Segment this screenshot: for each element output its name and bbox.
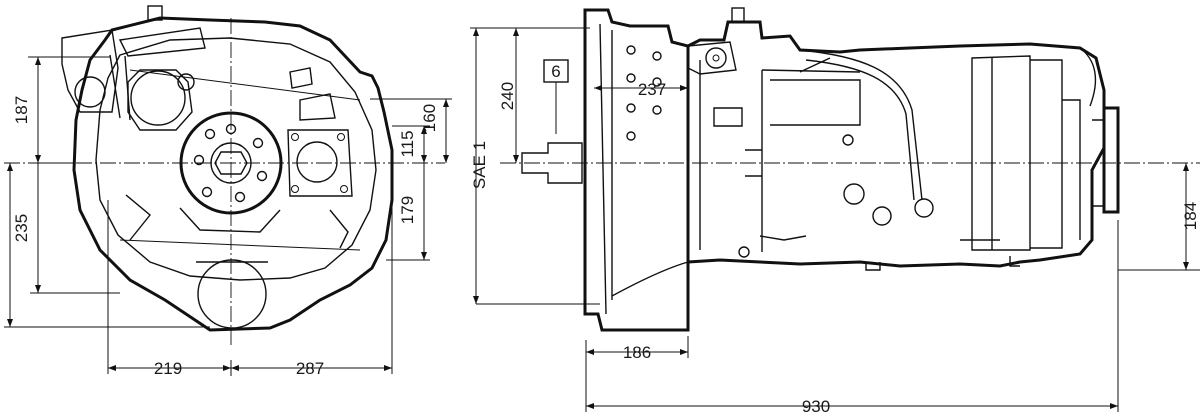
dim-186: 186 xyxy=(623,343,651,362)
air-piping xyxy=(799,49,923,201)
dim-237: 237 xyxy=(638,80,666,99)
input-shaft xyxy=(521,142,583,184)
dim-115: 115 xyxy=(398,130,417,157)
side-view xyxy=(470,7,1200,412)
main-flange xyxy=(179,111,283,215)
front-housing-inner xyxy=(95,37,377,281)
bell-housing xyxy=(583,8,690,332)
dim-184: 184 xyxy=(1181,202,1200,230)
arrowheads xyxy=(7,28,1189,409)
dim-235: 235 xyxy=(12,214,31,242)
dim-179: 179 xyxy=(398,196,417,224)
pto-flange xyxy=(287,129,353,197)
dim-287: 287 xyxy=(296,359,324,378)
dim-302: 302 xyxy=(0,231,3,259)
oil-pan-cover xyxy=(197,259,267,329)
front-housing-outline xyxy=(72,16,394,332)
front-view xyxy=(4,5,452,376)
dim-930: 930 xyxy=(802,397,830,416)
output-flange xyxy=(1102,106,1120,214)
bell-bolt-holes xyxy=(626,45,662,141)
dim-240: 240 xyxy=(498,82,517,110)
sae-label: SAE 1 xyxy=(470,141,489,189)
dim-187: 187 xyxy=(12,96,31,124)
callout-6: 6 xyxy=(551,62,560,81)
upper-gear xyxy=(130,70,186,126)
dim-160: 160 xyxy=(420,104,439,132)
gearbox-body xyxy=(687,20,1106,268)
dim-219: 219 xyxy=(154,359,182,378)
